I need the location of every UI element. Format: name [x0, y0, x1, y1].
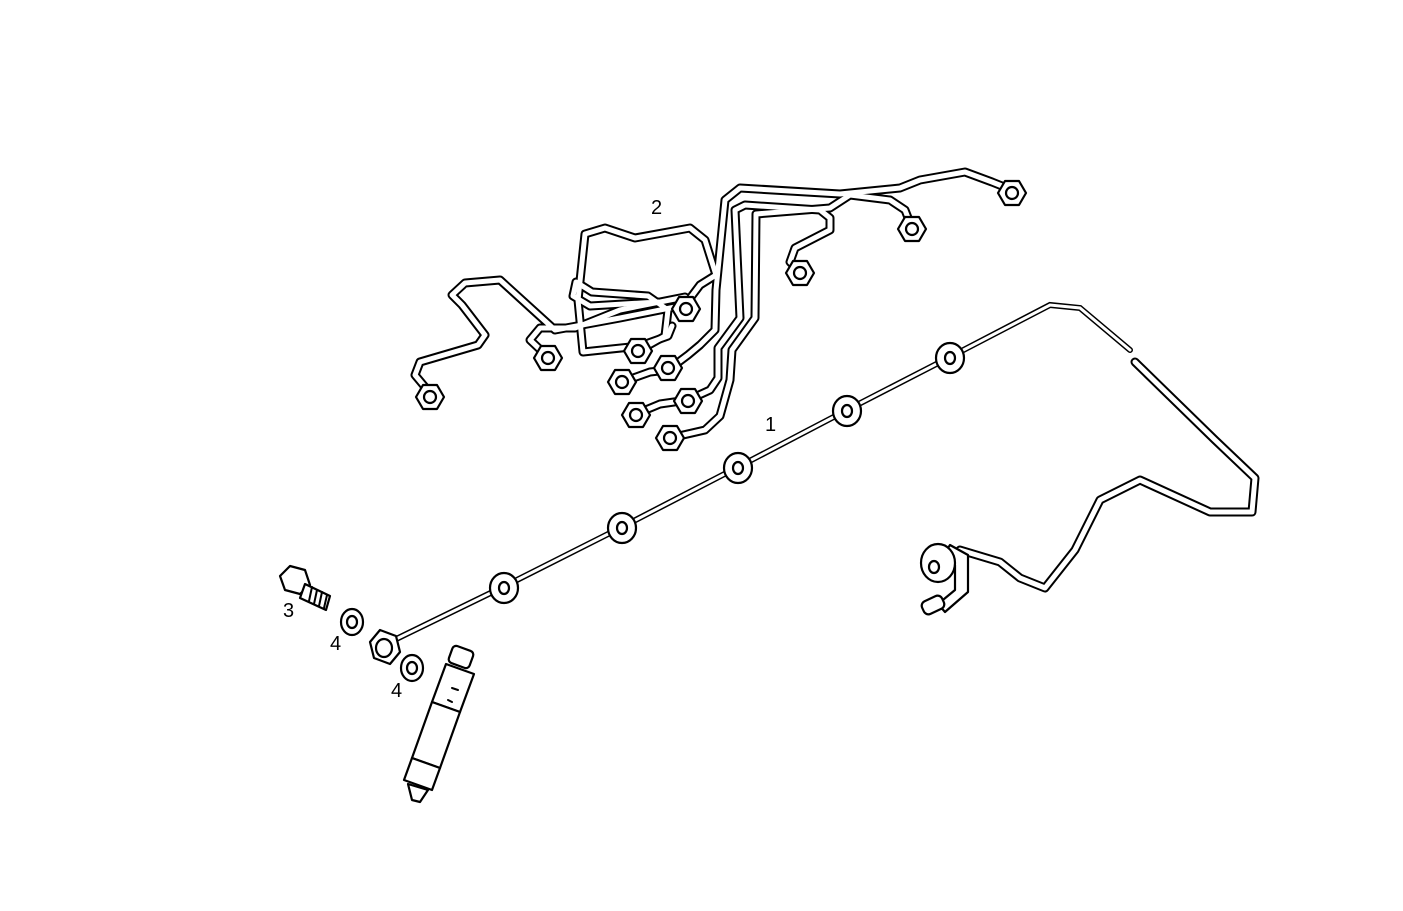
callout-1: 1 [765, 414, 776, 436]
hex-nut [622, 337, 654, 365]
hex-nut [784, 259, 816, 287]
hex-nut [532, 344, 564, 372]
hex-nut [620, 401, 652, 429]
leak-off-line [368, 301, 1260, 666]
hex-nut [652, 354, 684, 382]
hex-nut [606, 368, 638, 396]
hex-nut [654, 424, 686, 452]
hex-nut [996, 179, 1028, 207]
banjo-fitting [488, 341, 966, 605]
injection-pipe-bores [412, 169, 1015, 441]
callout-2: 2 [651, 197, 662, 219]
hex-nut [672, 387, 704, 415]
end-banjo-fitting [368, 628, 402, 666]
fuel-injector [402, 644, 476, 804]
callout-4-upper: 4 [330, 633, 341, 655]
pipe-union-nuts [414, 179, 1028, 452]
callout-4-lower: 4 [391, 680, 402, 702]
injection-lines-bundle [410, 167, 1028, 452]
hex-nut [670, 295, 702, 323]
callout-3: 3 [283, 600, 294, 622]
hex-nut [414, 383, 446, 411]
sealing-washer [339, 607, 365, 637]
sealing-washer [399, 653, 425, 683]
banjo-bolt [278, 564, 332, 612]
callout-labels: 1 2 3 4 4 [283, 197, 776, 702]
return-line-fitting [919, 542, 970, 616]
hex-nut [896, 215, 928, 243]
